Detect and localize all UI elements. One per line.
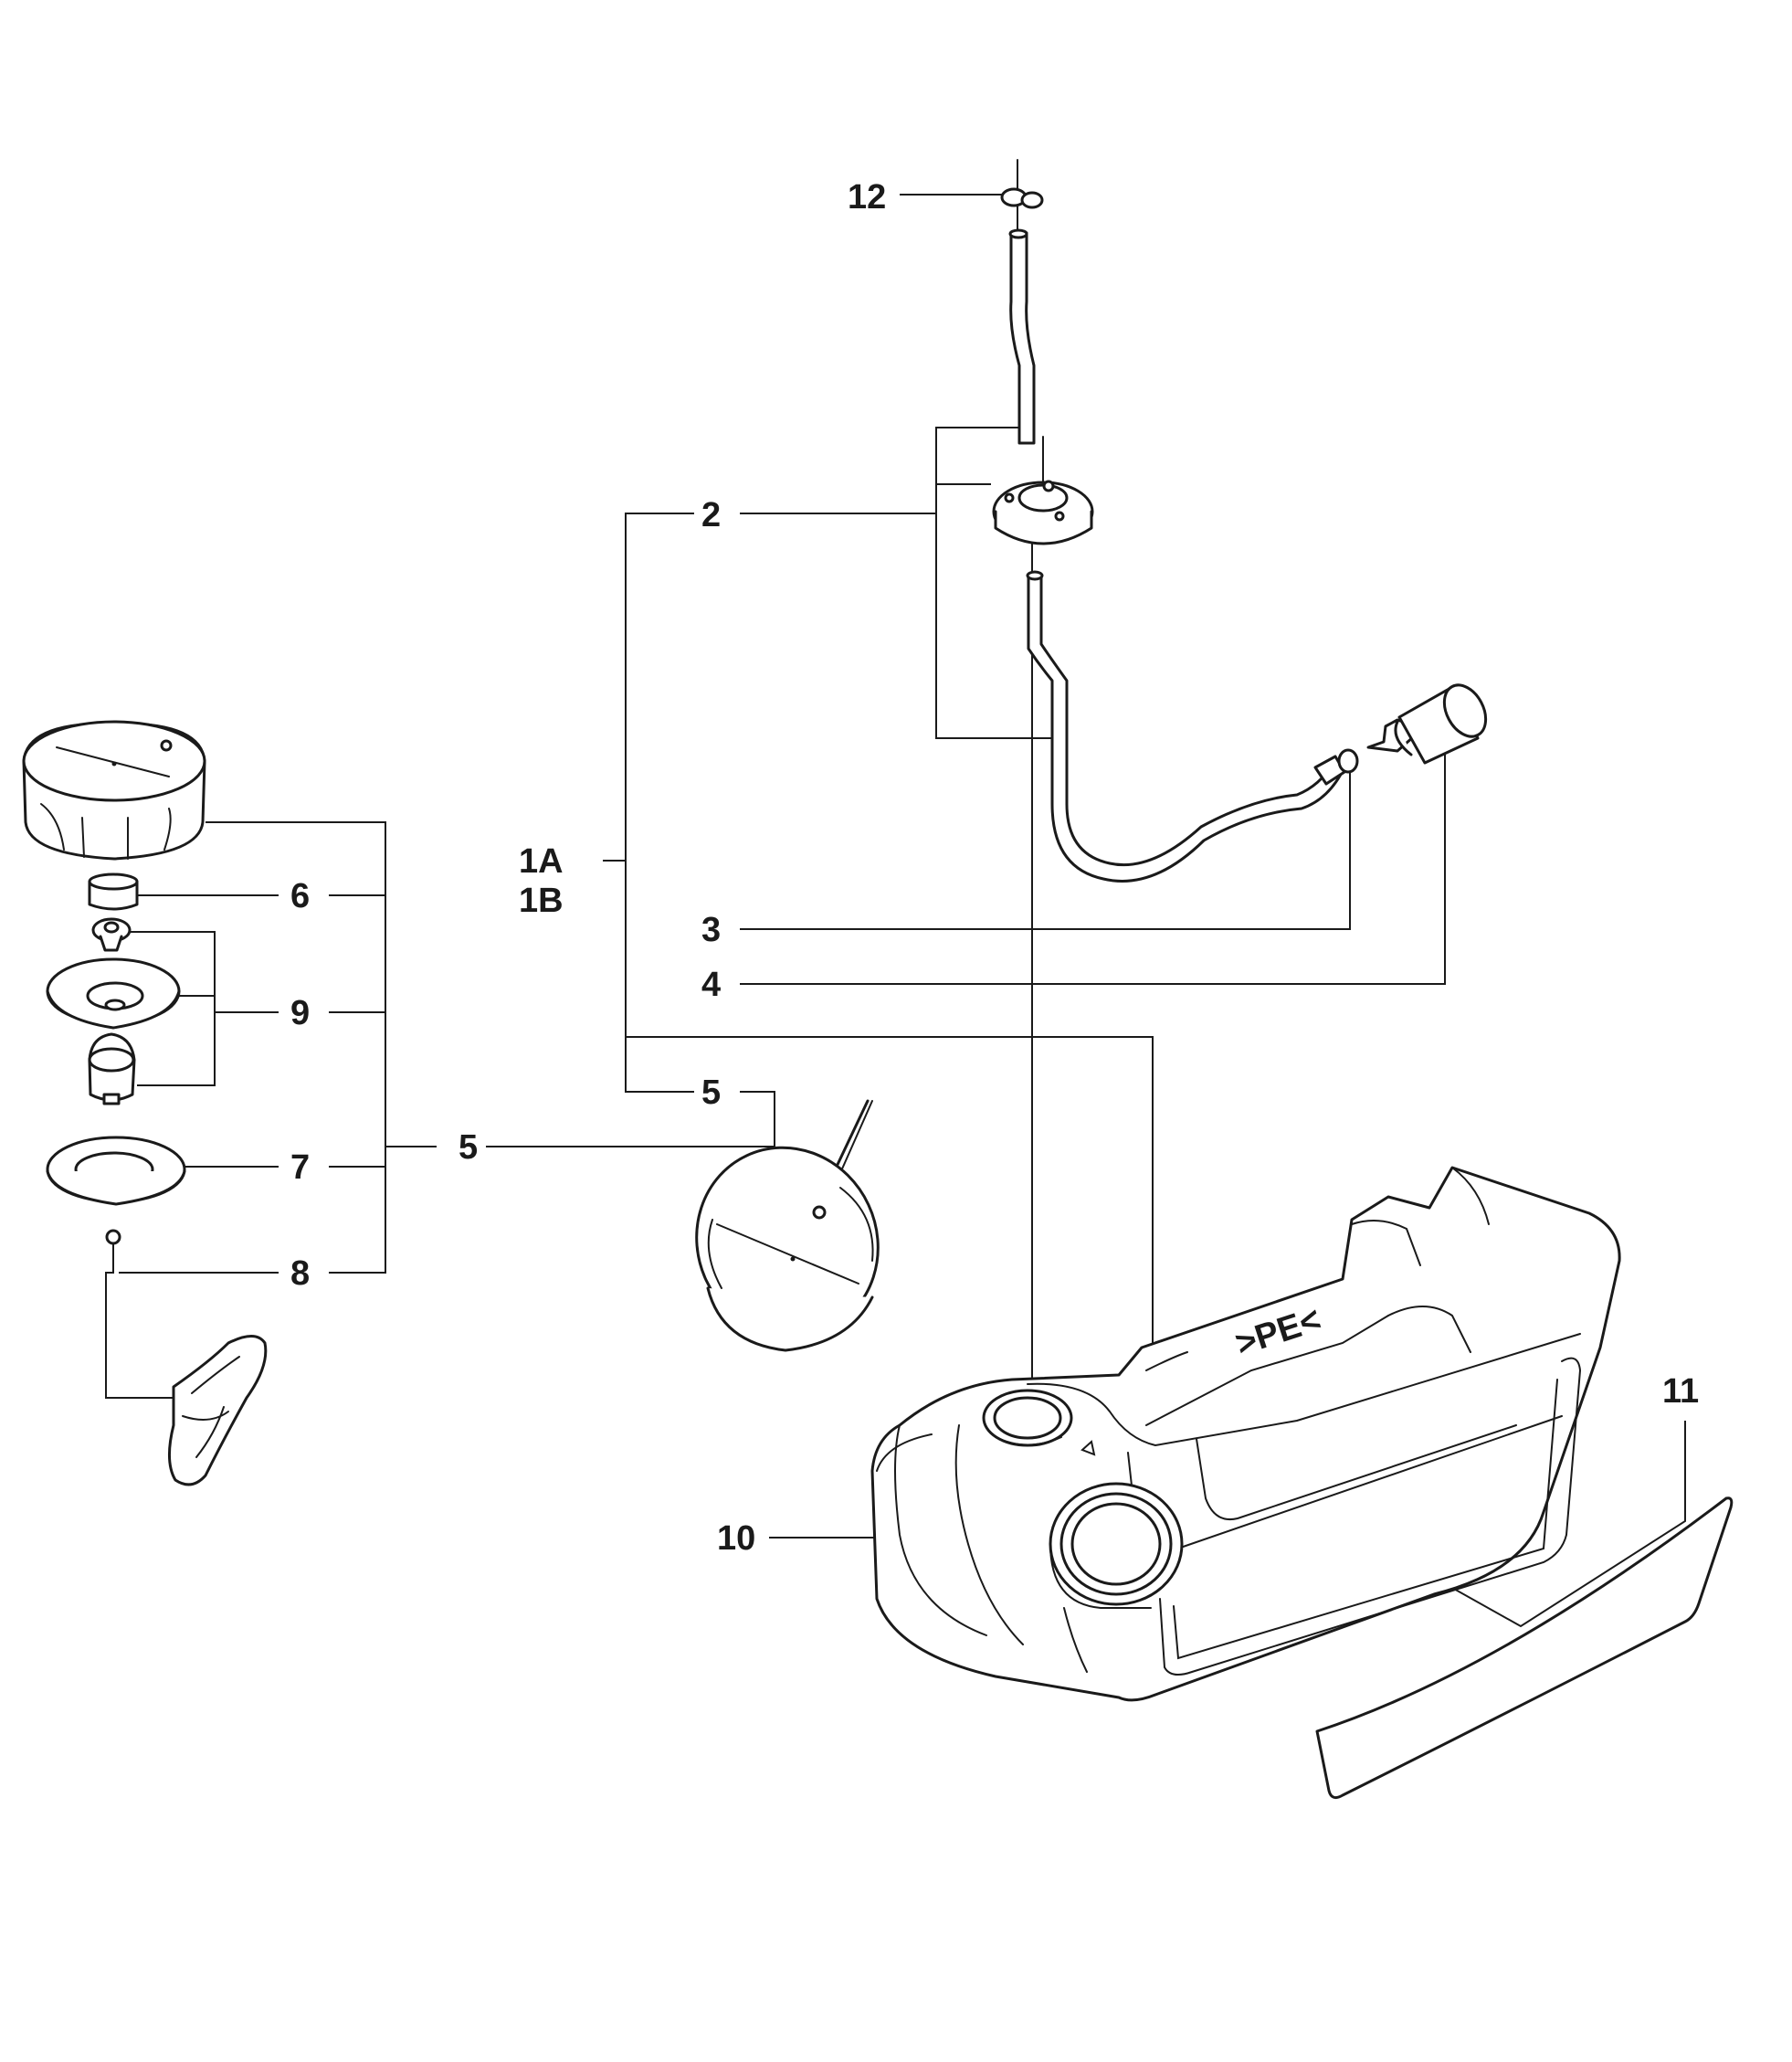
callout-3: 3 [701,911,721,949]
part-fuel-cap-5 [695,1099,880,1352]
part-clip-12 [1000,159,1044,238]
callout-7: 7 [290,1148,310,1187]
callout-6: 6 [290,877,310,915]
leader-lines [119,194,1686,1628]
part-fuel-tank-10: >PE< [870,1166,1621,1702]
part-breather-assembly-2 [992,228,1346,883]
callout-8: 8 [290,1254,310,1293]
callout-10: 10 [717,1519,755,1558]
callout-5-upper: 5 [701,1073,721,1112]
callout-1b: 1B [519,882,564,920]
callout-1a: 1A [519,842,564,881]
callout-9: 9 [290,994,310,1032]
part-hose-clip-3 [1337,748,1359,774]
callout-4: 4 [701,966,721,1004]
callout-5-lower: 5 [459,1128,478,1167]
part-cap-exploded-left [22,720,268,1486]
part-fuel-filter-4 [1366,683,1488,765]
callout-2: 2 [701,496,721,534]
callout-11: 11 [1662,1372,1699,1411]
callout-12: 12 [848,178,886,217]
callout-labels: 12 2 1A 1B 3 4 5 5 6 9 7 8 10 11 [290,178,1699,1558]
part-label-11 [1315,1496,1734,1800]
